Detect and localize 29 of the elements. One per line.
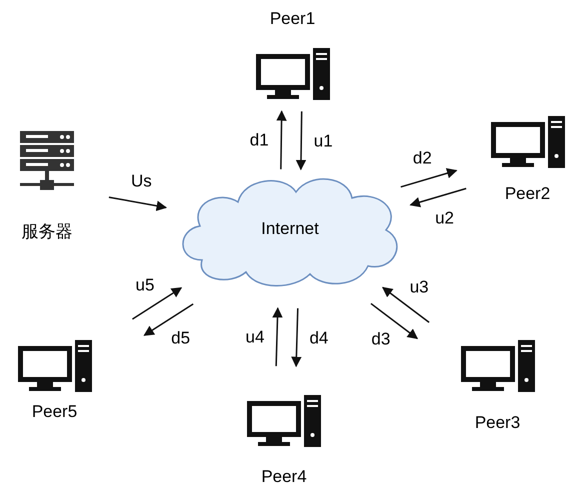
node-label: Peer5 — [32, 400, 78, 422]
edge-label: u4 — [246, 328, 264, 346]
arrow — [276, 110, 287, 170]
arrow — [382, 286, 430, 323]
arrow — [410, 188, 466, 208]
edge-label: d1 — [250, 131, 269, 148]
edge-label: d5 — [171, 330, 190, 347]
node-label: Peer1 — [270, 8, 316, 30]
edge-label: u5 — [136, 276, 154, 294]
edge-label: Us — [130, 172, 152, 190]
edge-label: d2 — [412, 149, 432, 166]
node-label: Peer3 — [474, 412, 520, 433]
node-label: Peer4 — [261, 466, 307, 487]
edge-label: d4 — [309, 329, 328, 346]
arrow — [370, 302, 418, 340]
arrow — [400, 168, 458, 188]
node-label: Internet — [261, 219, 319, 238]
edge-label: u1 — [314, 132, 333, 150]
node-label: Peer2 — [504, 182, 550, 204]
arrow — [291, 308, 302, 368]
arrow — [296, 111, 306, 170]
arrow — [132, 287, 182, 320]
edge-label: d3 — [371, 330, 390, 348]
edge-label: u3 — [410, 278, 429, 296]
arrow — [272, 307, 283, 366]
arrow — [143, 303, 194, 336]
arrow — [108, 196, 168, 212]
node-label: 服务器 — [22, 220, 72, 242]
edge-label: u2 — [435, 209, 454, 226]
